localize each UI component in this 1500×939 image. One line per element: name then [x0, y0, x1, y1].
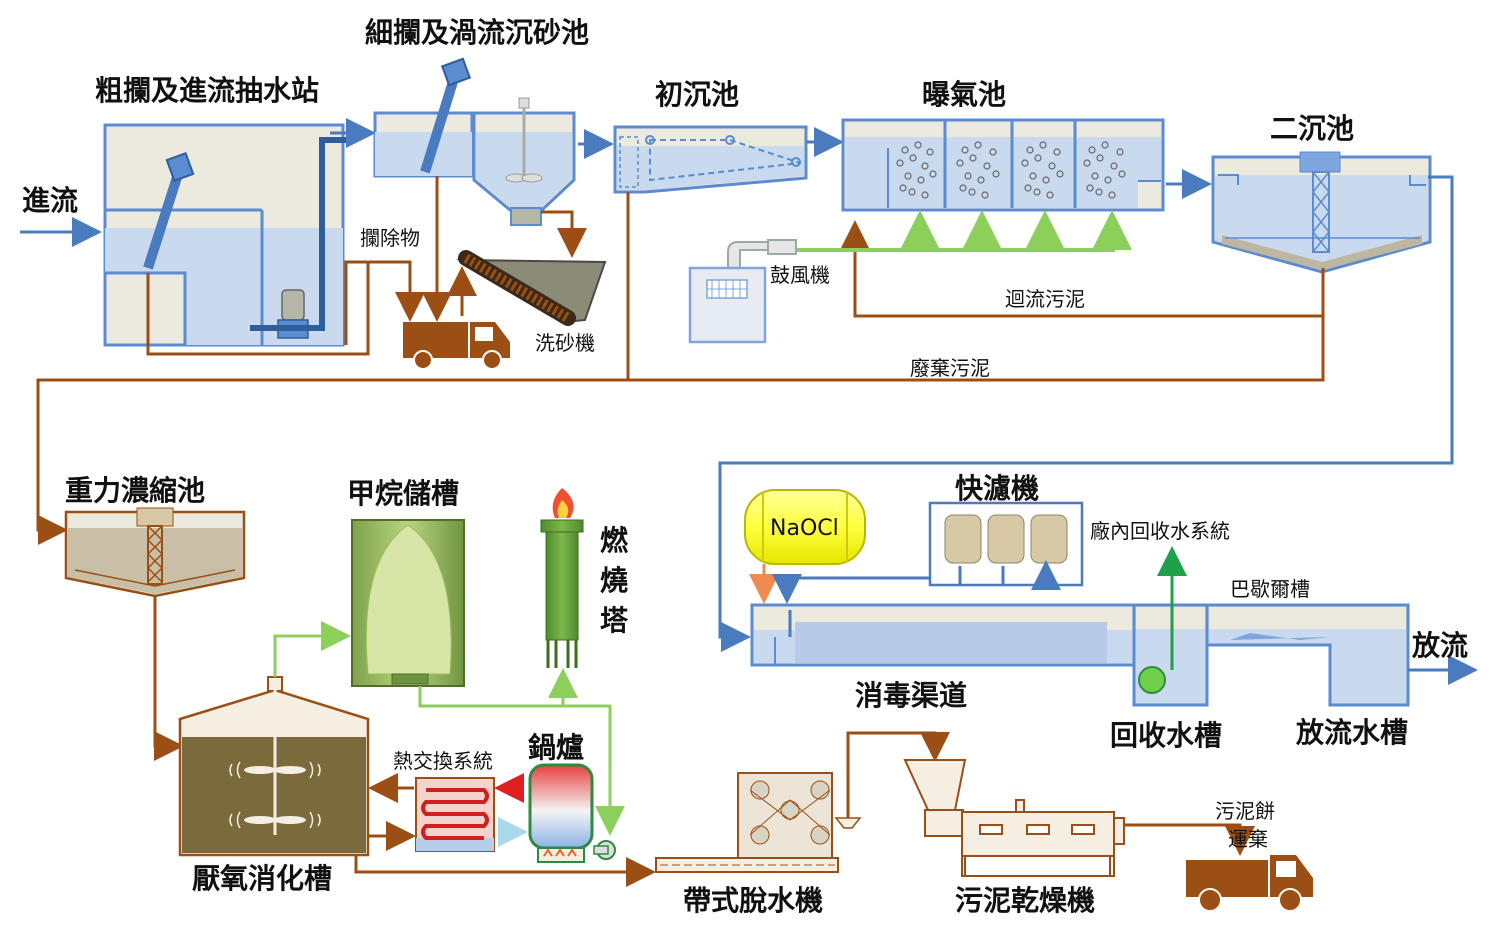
- label-return-sludge: 迴流污泥: [1005, 287, 1085, 311]
- methane-storage-tank: [351, 519, 465, 687]
- label-secondary: 二沉池: [1270, 112, 1354, 145]
- label-flare: 燃燒塔: [600, 524, 629, 637]
- label-aeration: 曝氣池: [922, 78, 1006, 111]
- label-digester: 厭氧消化槽: [192, 862, 332, 895]
- label-methane-tank: 甲烷儲槽: [347, 477, 459, 510]
- primary-clarifier: [613, 125, 808, 194]
- fine-screen-grit-chamber: [373, 57, 576, 226]
- label-discharge: 放流: [1411, 629, 1468, 662]
- belt-filter-press: [655, 772, 862, 873]
- label-belt-press: 帶式脫水機: [683, 884, 823, 917]
- label-reuse-system: 廠內回收水系統: [1090, 519, 1230, 543]
- label-screenings: 攔除物: [360, 226, 420, 250]
- anaerobic-digester: [178, 676, 370, 857]
- gravity-thickener: [64, 507, 246, 598]
- naocl-tank: [744, 489, 866, 565]
- label-primary: 初沉池: [655, 78, 739, 111]
- label-dryer: 污泥乾燥機: [955, 884, 1095, 917]
- label-gravity-thickener: 重力濃縮池: [65, 474, 205, 507]
- truck-sludge-cake: [1186, 855, 1313, 912]
- label-discharge-tank: 放流水槽: [1295, 716, 1408, 749]
- discharge-tank: [1205, 603, 1410, 707]
- label-waste-sludge: 廢棄污泥: [910, 356, 990, 380]
- aeration-tank: [841, 118, 1165, 212]
- label-inflow: 進流: [22, 184, 78, 217]
- disinfection-channel: [750, 603, 1139, 667]
- label-naocl: NaOCl: [770, 516, 839, 541]
- label-coarse-screen: 粗攔及進流抽水站: [95, 74, 319, 107]
- coarse-screen-station: [103, 123, 346, 347]
- label-disinfection: 消毒渠道: [855, 679, 967, 712]
- fast-filter: [928, 501, 1084, 585]
- blower: [688, 239, 797, 344]
- secondary-clarifier: [1211, 151, 1432, 274]
- flare-tower: [540, 488, 584, 668]
- air-lines: [795, 210, 1132, 252]
- label-blower: 鼓風機: [770, 263, 830, 287]
- label-fine-screen: 細攔及渦流沉砂池: [365, 16, 589, 49]
- sludge-dryer: [903, 759, 1125, 877]
- label-fast-filter: 快濾機: [955, 472, 1039, 505]
- boiler: [528, 763, 616, 863]
- label-boiler: 鍋爐: [528, 731, 584, 764]
- truck-screenings: [403, 322, 510, 370]
- label-heat-exchanger: 熱交換系統: [393, 749, 493, 773]
- label-recycle-tank: 回收水槽: [1110, 719, 1222, 752]
- label-cake-transport: 污泥餅運棄: [1215, 799, 1275, 851]
- sand-washer: [456, 250, 607, 326]
- label-parshall: 巴歇爾槽: [1230, 577, 1310, 601]
- heat-exchanger: [415, 777, 495, 852]
- label-sand-washer: 洗砂機: [535, 331, 595, 355]
